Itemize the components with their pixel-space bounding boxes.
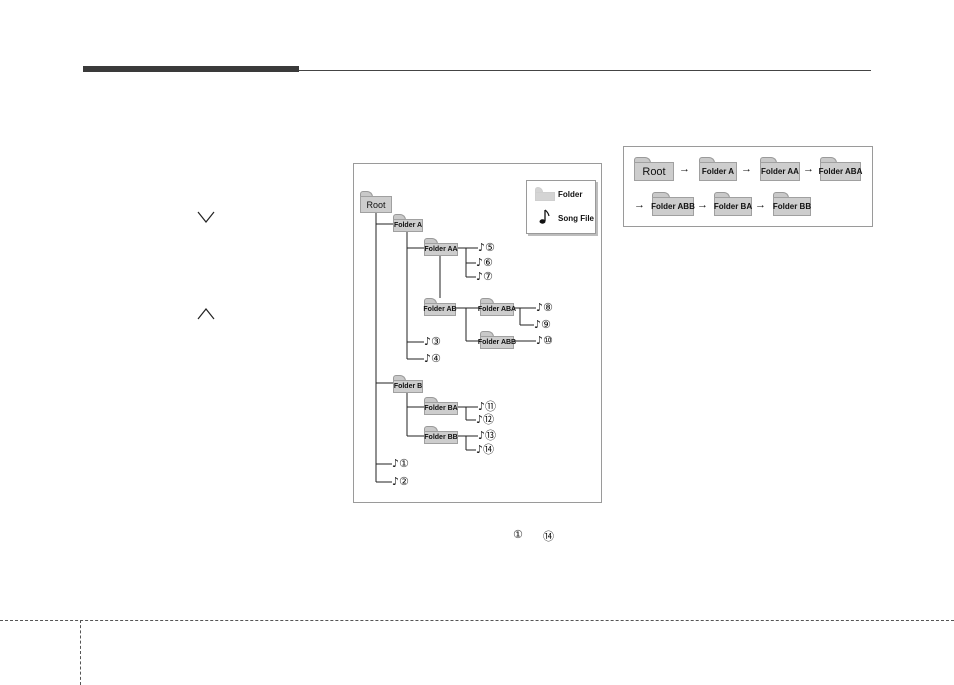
song-file-1: ♪① [392, 457, 409, 470]
legend: Folder Song File [526, 180, 596, 234]
arrow-icon: → [755, 199, 766, 211]
order-folder-ba: Folder BA [714, 192, 752, 216]
folder-icon [699, 157, 715, 163]
tree-connector-lines [375, 213, 536, 483]
tree-folder-aa: Folder AA [424, 238, 458, 256]
order-folder-root: Root [634, 157, 674, 181]
folder-icon [760, 157, 777, 163]
header-rule [299, 70, 871, 71]
arrow-icon: → [634, 199, 645, 211]
tree-folder-bb: Folder BB [424, 426, 458, 444]
song-file-6: ♪⑥ [476, 256, 493, 269]
song-file-2: ♪② [392, 475, 409, 488]
arrow-icon: → [803, 163, 814, 175]
tree-folder-abb: Folder ABB [478, 331, 516, 349]
song-file-9: ♪⑨ [534, 318, 551, 331]
play-order-panel: Root → Folder A → Folder AA → Folder ABA… [623, 146, 873, 227]
header-bar [83, 66, 299, 72]
chevron-up-icon [197, 308, 215, 320]
music-note-icon [539, 209, 550, 224]
folder-icon [393, 214, 406, 220]
folder-icon [652, 192, 670, 198]
order-folder-aba: Folder ABA [819, 157, 862, 181]
song-file-14: ♪⑭ [476, 443, 495, 456]
order-folder-a: Folder A [699, 157, 737, 181]
legend-song-label: Song File [558, 214, 594, 223]
folder-icon [773, 192, 789, 198]
order-folder-aa: Folder AA [760, 157, 800, 181]
arrow-icon: → [697, 199, 708, 211]
folder-icon [393, 375, 406, 381]
caption-first-song: ① [513, 528, 523, 541]
song-file-7: ♪⑦ [476, 270, 493, 283]
folder-icon [714, 192, 730, 198]
tree-folder-ba: Folder BA [424, 397, 458, 415]
song-file-4: ♪④ [424, 352, 441, 365]
arrow-icon: → [679, 163, 690, 175]
legend-folder-icon [535, 187, 555, 201]
tree-folder-root: Root [360, 191, 392, 213]
song-file-5: ♪⑤ [478, 241, 495, 254]
chevron-down-icon [197, 211, 215, 223]
tree-folder-ab: Folder AB [423, 298, 457, 316]
footer-divider [80, 620, 81, 685]
tree-folder-aba: Folder ABA [478, 298, 516, 316]
legend-folder-label: Folder [558, 190, 583, 199]
tree-folder-a: Folder A [393, 214, 423, 232]
song-file-12: ♪⑫ [476, 413, 495, 426]
order-folder-bb: Folder BB [773, 192, 811, 216]
folder-icon [634, 157, 651, 163]
song-file-8: ♪⑧ [536, 301, 553, 314]
song-file-10: ♪⑩ [536, 334, 553, 347]
song-file-13: ♪⑬ [478, 429, 497, 442]
arrow-icon: → [741, 163, 752, 175]
tree-folder-b: Folder B [393, 375, 423, 393]
footer-rule [0, 620, 954, 621]
song-file-11: ♪⑪ [478, 400, 497, 413]
caption-last-song: ⑭ [543, 530, 554, 543]
folder-tree-panel: Root Folder A Folder AA Folder AB Folder… [353, 163, 602, 503]
order-folder-abb: Folder ABB [651, 192, 695, 216]
song-file-3: ♪③ [424, 335, 441, 348]
